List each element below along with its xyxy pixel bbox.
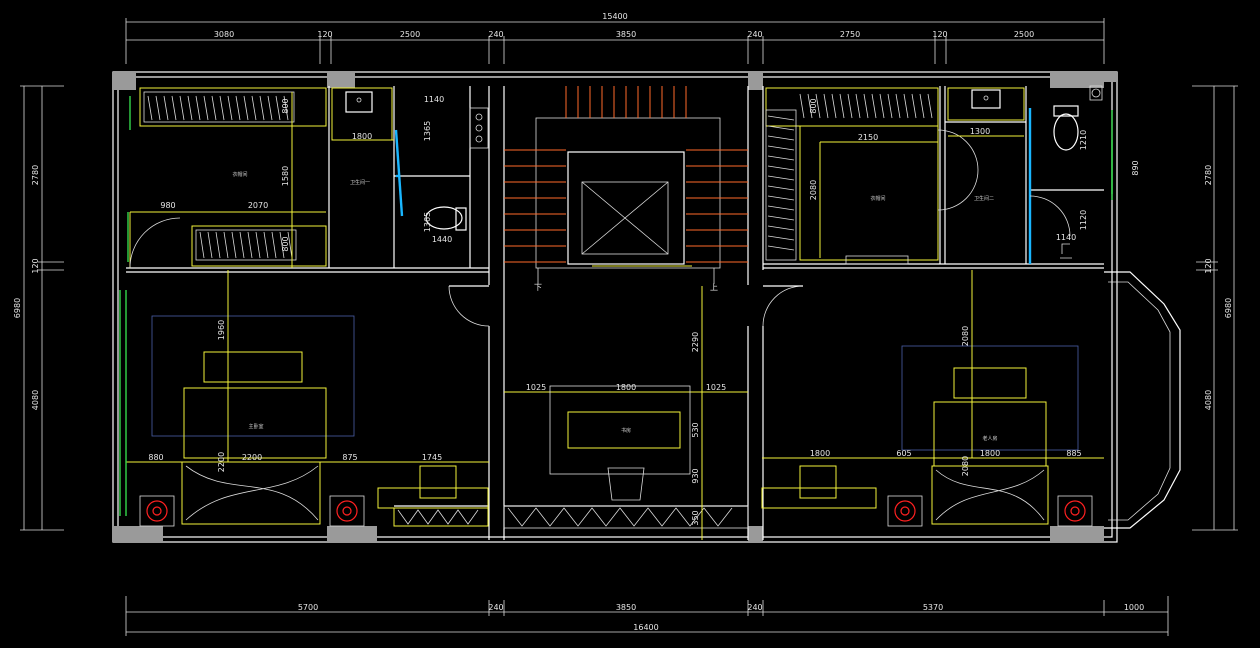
- dim-left-overall: 6980: [13, 298, 22, 318]
- top-dimension-chain: 15400 3080 120 2500 240 3850 240 2750 12…: [125, 12, 1105, 64]
- right-bedroom: 老人房 2080 1800 605 1800 885 2080: [761, 270, 1104, 525]
- dim-top-2: 120: [317, 30, 332, 39]
- dim-left-3: 4080: [31, 390, 40, 410]
- dim-2070: 2070: [248, 201, 268, 210]
- dim-top-7: 2750: [840, 30, 860, 39]
- dim-top-9: 2500: [1014, 30, 1034, 39]
- bottom-dimension-chain: 5700 240 3850 240 5370 1000 16400: [125, 596, 1169, 636]
- room-label-bed-left: 主卧室: [248, 423, 263, 430]
- windows: [119, 96, 1113, 516]
- dim-top-1: 3080: [214, 30, 234, 39]
- stair-up-label: 上: [710, 283, 718, 292]
- left-dimension-chain: 6980 2780 120 4080: [13, 85, 64, 531]
- dim-bottom-overall: 16400: [633, 623, 658, 632]
- left-bedroom: 主卧室 1960 880 2200 875 1745 2200: [126, 270, 490, 527]
- room-label-cloak-right: 衣帽间: [870, 195, 885, 202]
- dim-top-4: 240: [488, 30, 503, 39]
- room-label-study: 书房: [621, 427, 631, 434]
- dim-1120: 1120: [1079, 210, 1088, 230]
- structural-columns: [113, 72, 1117, 542]
- dim-1210: 1210: [1079, 130, 1088, 150]
- left-bathroom: 1140 1800 1365 1365 1440 卫生间一: [331, 87, 489, 244]
- dim-1300: 1300: [970, 127, 990, 136]
- study-room: 书房 1025 1800 1025 2290 530 930 350: [503, 286, 749, 540]
- dim-top-3: 2500: [400, 30, 420, 39]
- dim-left-2: 120: [31, 258, 40, 273]
- dim-right-2: 120: [1204, 258, 1213, 273]
- dim-left-1: 2780: [31, 165, 40, 185]
- dim-bottom-4: 240: [747, 603, 762, 612]
- dim-right-3: 4080: [1204, 390, 1213, 410]
- dim-800c: 800: [809, 98, 818, 113]
- dim-top-5: 3850: [616, 30, 636, 39]
- dim-885: 885: [1066, 449, 1081, 458]
- dim-bottom-1: 5700: [298, 603, 318, 612]
- dim-top-8: 120: [932, 30, 947, 39]
- dim-930: 930: [691, 468, 700, 483]
- dim-2150: 2150: [858, 133, 878, 142]
- dim-1025a: 1025: [526, 383, 546, 392]
- dim-top-6: 240: [747, 30, 762, 39]
- dim-1365a: 1365: [423, 121, 432, 141]
- staircase: 下 上: [504, 86, 748, 292]
- dim-2200a: 2200: [242, 453, 262, 462]
- room-label-bed-right: 老人房: [982, 435, 997, 442]
- dim-2200b: 2200: [217, 452, 226, 472]
- dim-right-overall: 6980: [1224, 298, 1233, 318]
- dim-1140a: 1140: [424, 95, 444, 104]
- dim-800b: 800: [281, 236, 290, 251]
- dim-1365b: 1365: [423, 212, 432, 232]
- stair-down-label: 下: [534, 283, 542, 292]
- dim-2290: 2290: [691, 332, 700, 352]
- dim-1745: 1745: [422, 453, 442, 462]
- exterior-walls: [112, 71, 1181, 543]
- room-label-cloak-left: 衣帽间: [232, 171, 247, 178]
- dim-880: 880: [148, 453, 163, 462]
- dim-1440: 1440: [432, 235, 452, 244]
- dim-2080b: 2080: [961, 326, 970, 346]
- dim-890: 890: [1131, 160, 1140, 175]
- right-bathroom: 卫生间二 1300 1210 1120 1140 890: [947, 85, 1140, 264]
- dim-1800d: 1800: [980, 449, 1000, 458]
- dim-1800c: 1800: [810, 449, 830, 458]
- right-cloakroom: 衣帽间 2150 2080 800: [762, 87, 979, 327]
- ac-units: [139, 495, 1093, 527]
- dim-2080a: 2080: [809, 180, 818, 200]
- dim-350: 350: [691, 510, 700, 525]
- dim-right-1: 2780: [1204, 165, 1213, 185]
- dim-530: 530: [691, 422, 700, 437]
- dim-1025b: 1025: [706, 383, 726, 392]
- dim-bottom-5: 5370: [923, 603, 943, 612]
- right-dimension-chain: 2780 120 4080 6980: [1192, 85, 1238, 531]
- dim-980: 980: [160, 201, 175, 210]
- dim-bottom-2: 240: [488, 603, 503, 612]
- dim-1140b: 1140: [1056, 233, 1076, 242]
- dim-bottom-6: 1000: [1124, 603, 1144, 612]
- dim-1800a: 1800: [352, 132, 372, 141]
- dim-1580: 1580: [281, 166, 290, 186]
- dim-875: 875: [342, 453, 357, 462]
- dim-2080c: 2080: [961, 456, 970, 476]
- room-label-bath-two: 卫生间二: [974, 195, 994, 202]
- dim-800a: 800: [281, 98, 290, 113]
- dim-top-overall: 15400: [602, 12, 627, 21]
- dim-605: 605: [896, 449, 911, 458]
- dim-1960: 1960: [217, 320, 226, 340]
- dim-1800b: 1800: [616, 383, 636, 392]
- dim-bottom-3: 3850: [616, 603, 636, 612]
- left-cloakroom: 衣帽间 980 2070 1580 800 800: [129, 87, 327, 269]
- room-label-bath-one: 卫生间一: [350, 179, 370, 186]
- interior-walls: [126, 86, 1104, 540]
